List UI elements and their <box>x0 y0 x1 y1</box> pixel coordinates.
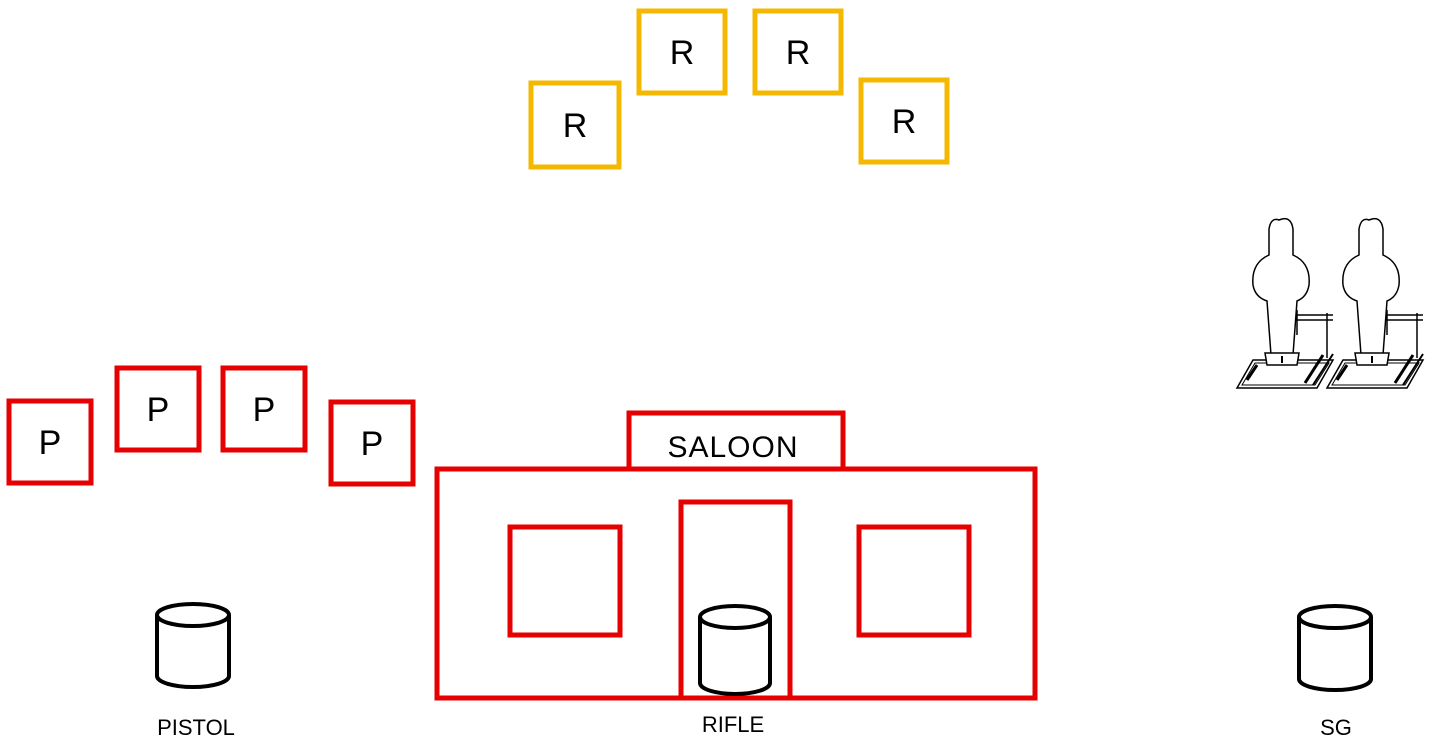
rifle-target-label: R <box>670 34 695 72</box>
knockdown-silhouette-icon <box>1325 217 1425 390</box>
pistol-target-label: P <box>253 391 276 429</box>
saloon-building: SALOON <box>434 410 1038 701</box>
shotgun-targets <box>1235 217 1425 390</box>
pistol-barrel-icon <box>155 602 231 689</box>
pistol-target: P <box>328 399 416 487</box>
pistol-target: P <box>114 365 202 453</box>
pistol-target: P <box>6 398 94 486</box>
saloon-sign-text: SALOON <box>667 431 798 464</box>
saloon-window-right <box>856 524 972 638</box>
pistol-targets: P P P P <box>6 365 416 487</box>
rifle-target: R <box>528 80 622 170</box>
rifle-barrel-icon <box>698 604 772 696</box>
pistol-target: P <box>220 365 308 453</box>
rifle-station-label: RIFLE <box>702 712 764 737</box>
rifle-target: R <box>858 77 950 165</box>
pistol-target-label: P <box>361 425 384 463</box>
shotgun-barrel-icon <box>1297 604 1373 692</box>
rifle-target-label: R <box>786 34 811 72</box>
saloon-door <box>678 499 793 701</box>
pistol-station-label: PISTOL <box>157 715 235 740</box>
rifle-target-label: R <box>892 103 917 141</box>
pistol-target-label: P <box>39 424 62 462</box>
rifle-target: R <box>636 8 728 96</box>
rifle-target-label: R <box>563 107 588 145</box>
shotgun-station-label: SG <box>1320 715 1352 740</box>
saloon-window-left <box>507 524 623 638</box>
pistol-target-label: P <box>147 391 170 429</box>
rifle-targets: R R R R <box>528 8 950 170</box>
knockdown-silhouette-icon <box>1235 217 1335 390</box>
rifle-target: R <box>752 8 844 96</box>
